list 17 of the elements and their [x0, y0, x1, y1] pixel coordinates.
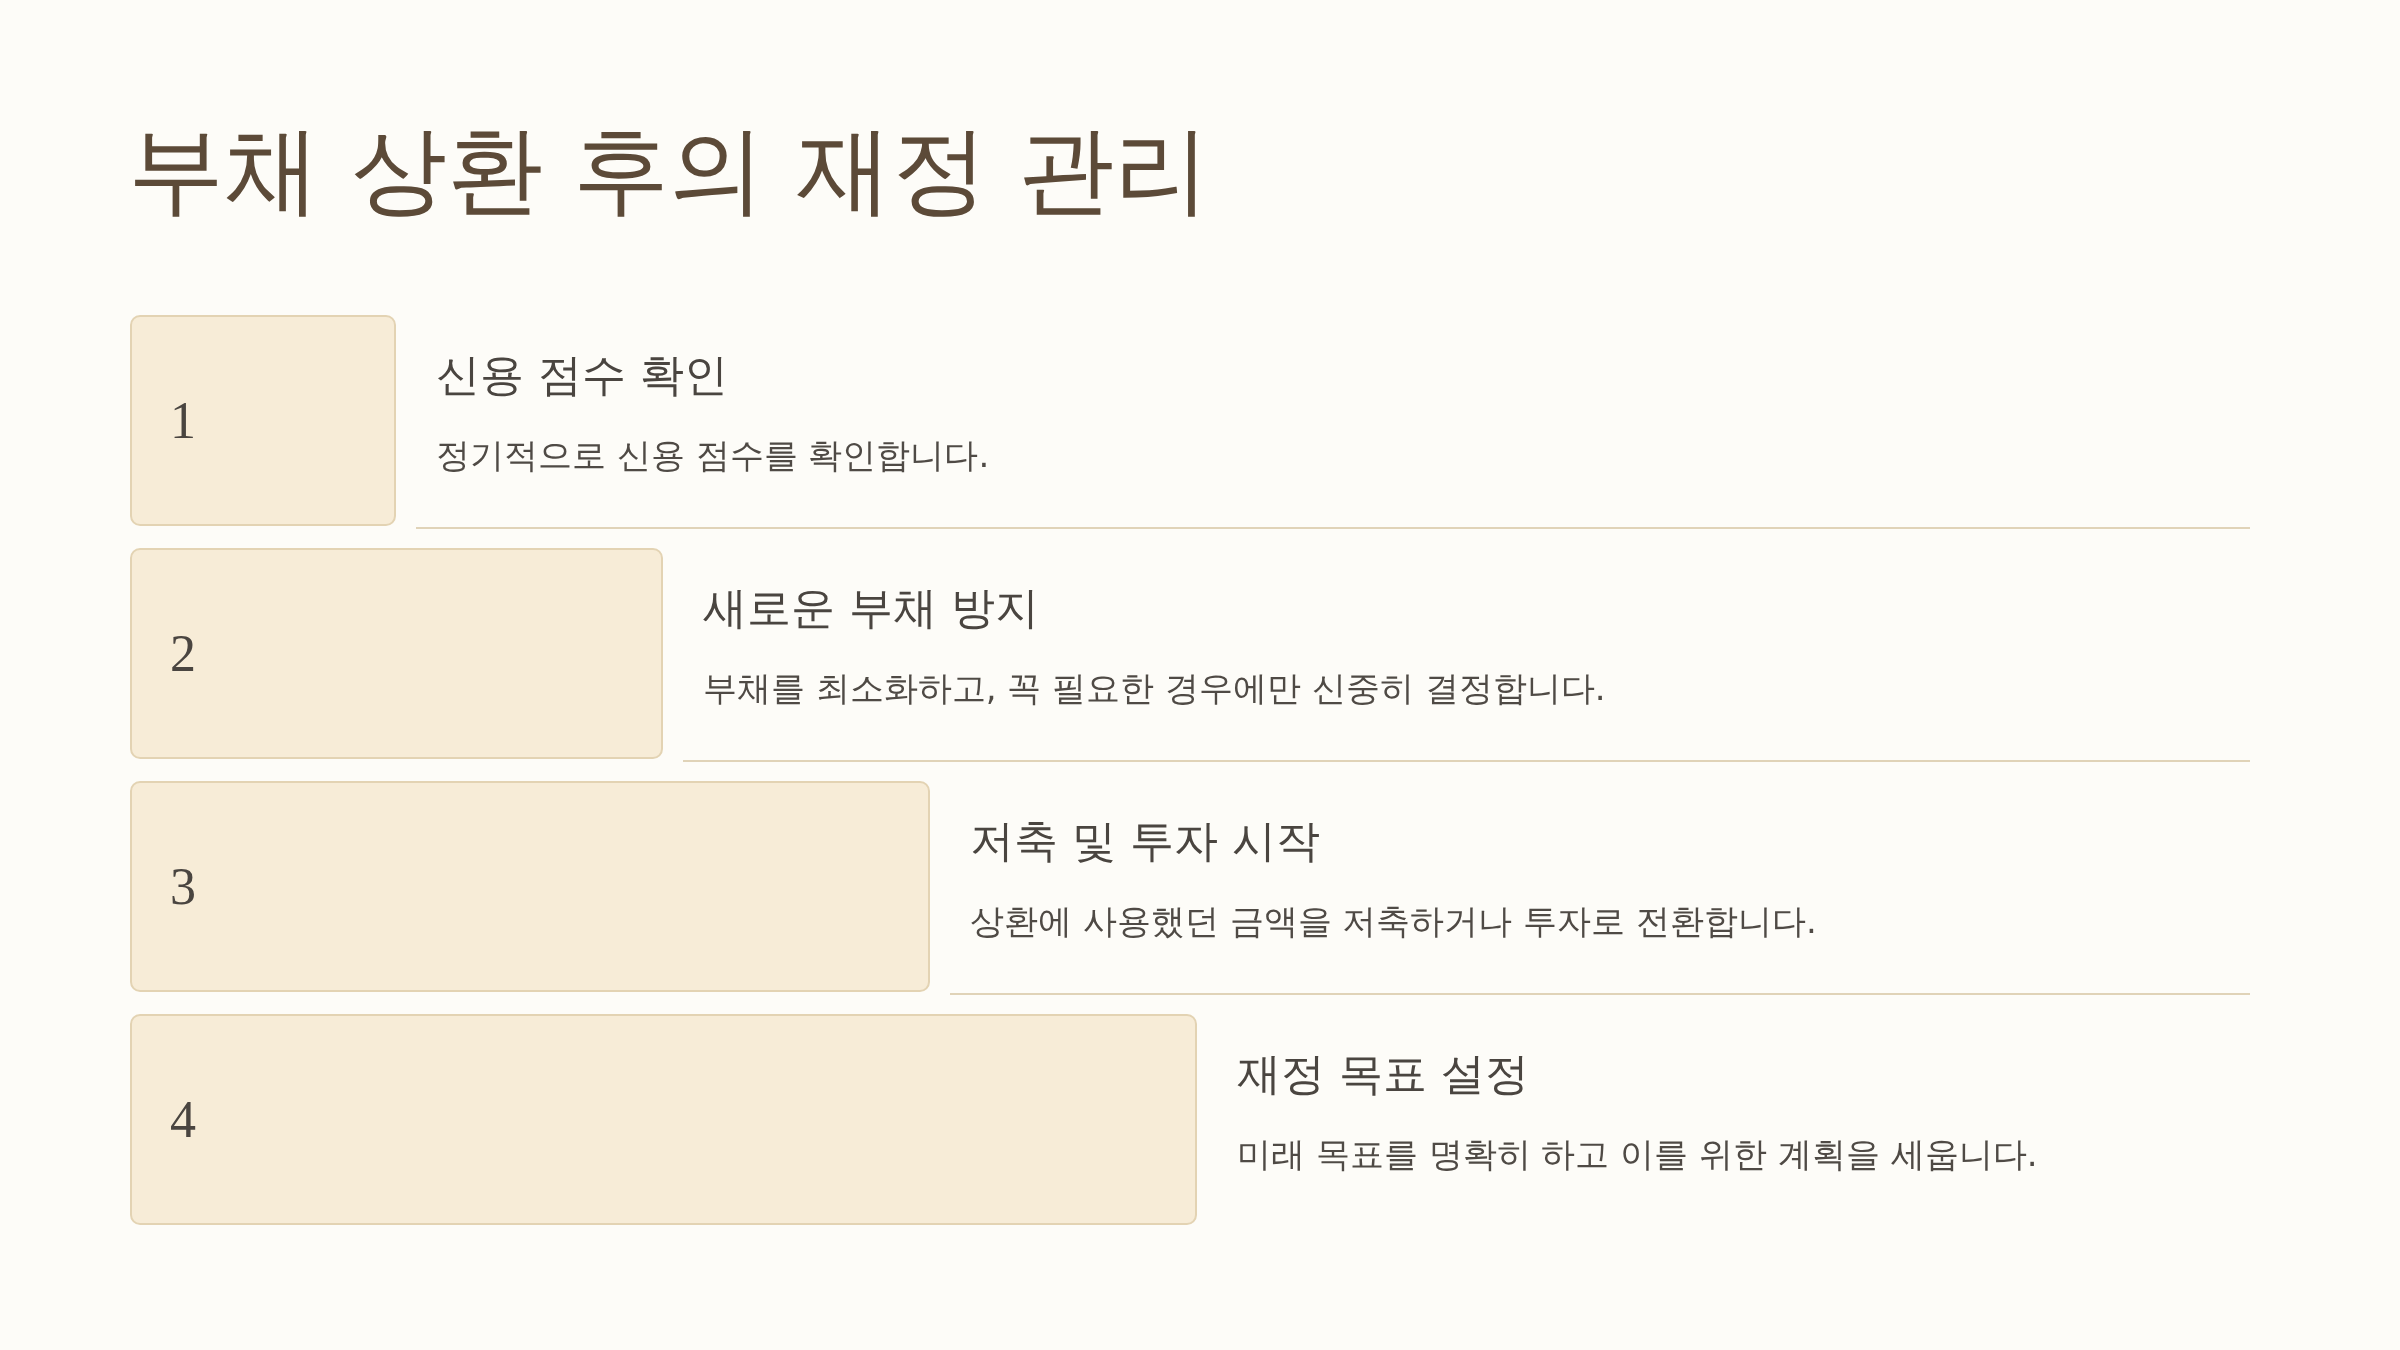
step-description: 미래 목표를 명확히 하고 이를 위한 계획을 세웁니다. [1237, 1134, 2038, 1175]
step-description: 상환에 사용했던 금액을 저축하거나 투자로 전환합니다. [970, 901, 1817, 942]
step-number: 1 [170, 394, 196, 447]
step-box [130, 548, 663, 759]
step-number: 2 [170, 627, 196, 680]
step-heading: 새로운 부채 방지 [703, 582, 1039, 635]
step-description: 정기적으로 신용 점수를 확인합니다. [436, 435, 990, 476]
step-box [130, 781, 930, 992]
step-box [130, 315, 396, 526]
step-heading: 저축 및 투자 시작 [970, 815, 1320, 868]
step-number: 3 [170, 860, 196, 913]
step-heading: 재정 목표 설정 [1237, 1048, 1529, 1101]
slide-title: 부채 상환 후의 재정 관리 [128, 118, 1211, 224]
step-heading: 신용 점수 확인 [436, 349, 728, 402]
step-number: 4 [170, 1093, 196, 1146]
step-box [130, 1014, 1197, 1225]
step-description: 부채를 최소화하고, 꼭 필요한 경우에만 신중히 결정합니다. [703, 668, 1606, 709]
